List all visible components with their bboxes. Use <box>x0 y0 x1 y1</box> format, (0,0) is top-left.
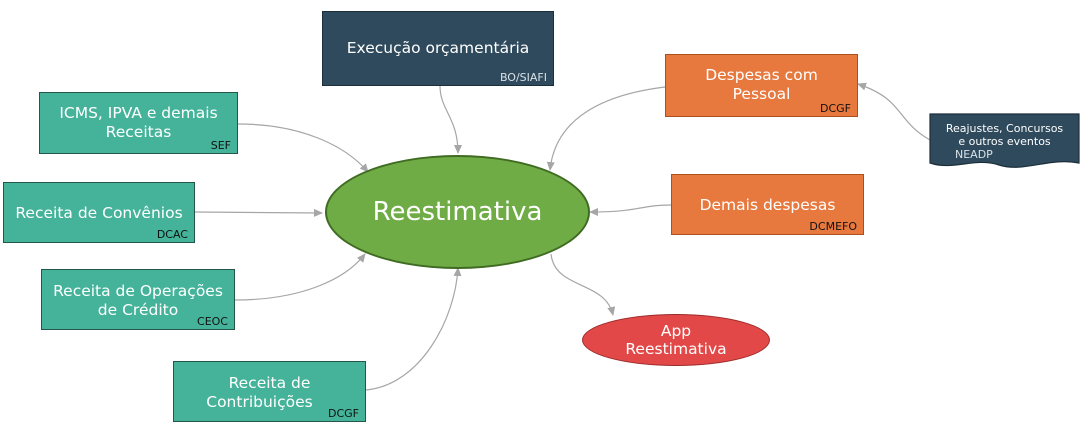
reajustes-tag: NEADP <box>955 148 993 161</box>
demais-tag: DCMEFO <box>809 220 857 233</box>
app-label-line1: App <box>660 322 692 340</box>
contribuicoes-tag: DCGF <box>327 407 359 420</box>
despesas-pessoal-box: Despesas com Pessoal DCGF <box>665 54 858 117</box>
reajustes-text: Reajustes, Concursos e outros eventos NE… <box>929 122 1080 161</box>
demais-despesas-box: Demais despesas DCMEFO <box>671 174 864 235</box>
connector-pessoal <box>546 86 666 171</box>
reajustes-document-shape <box>929 113 1080 168</box>
icms-label-line1: ICMS, IPVA e demais <box>59 104 218 122</box>
execucao-tag: BO/SIAFI <box>499 71 547 84</box>
connector-app <box>550 253 616 316</box>
reajustes-line2: e outros eventos <box>958 135 1051 148</box>
reestimativa-ellipse: Reestimativa <box>325 155 590 269</box>
receita-contribuicoes-box: Receita de Contribuições DCGF <box>173 361 366 422</box>
execucao-orcamentaria-box: Execução orçamentária BO/SIAFI <box>322 11 554 86</box>
connector-icms <box>237 123 369 173</box>
app-reestimativa-ellipse[interactable]: App Reestimativa <box>582 314 770 366</box>
icms-tag: SEF <box>210 139 231 152</box>
operacoes-label-line2: de Crédito <box>97 301 179 319</box>
pessoal-label-line1: Despesas com <box>705 66 818 84</box>
pessoal-tag: DCGF <box>819 102 851 115</box>
icms-label-line2: Receitas <box>105 123 172 141</box>
receita-convenios-box: Receita de Convênios DCAC <box>3 182 195 243</box>
reajustes-line1: Reajustes, Concursos <box>945 122 1064 135</box>
connector-operacoes <box>234 253 366 301</box>
contribuicoes-label-line2: Contribuições <box>206 393 313 411</box>
operacoes-tag: CEOC <box>197 315 228 328</box>
convenios-tag: DCAC <box>156 228 188 241</box>
pessoal-label-line2: Pessoal <box>732 85 791 103</box>
reestimativa-label: Reestimativa <box>372 197 543 227</box>
connector-contribuicoes <box>365 267 462 391</box>
connector-demais <box>589 204 672 216</box>
demais-label: Demais despesas <box>699 196 836 214</box>
operacoes-label-line1: Receita de Operações <box>53 282 223 300</box>
execucao-label: Execução orçamentária <box>346 39 530 57</box>
app-label-line2: Reestimativa <box>625 340 727 358</box>
icms-ipva-box: ICMS, IPVA e demais Receitas SEF <box>39 92 238 154</box>
connector-convenios <box>194 208 323 217</box>
convenios-label: Receita de Convênios <box>15 204 183 222</box>
connector-reajustes <box>857 82 931 141</box>
contribuicoes-label-line1: Receita de <box>228 374 311 392</box>
connector-execucao <box>439 85 462 154</box>
receita-operacoes-credito-box: Receita de Operações de Crédito CEOC <box>41 269 235 330</box>
